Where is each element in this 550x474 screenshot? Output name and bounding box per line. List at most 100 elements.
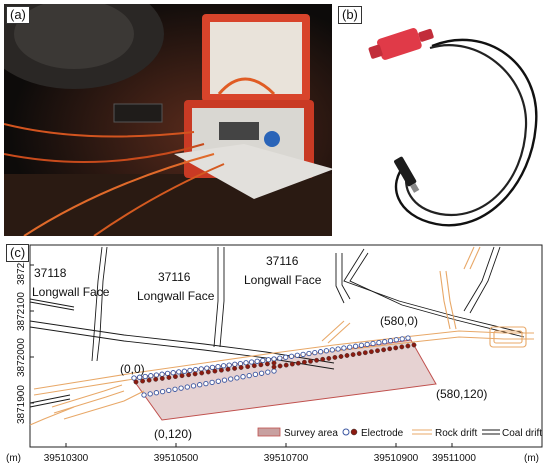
electrode-red [362, 350, 368, 356]
electrode-blue [271, 368, 277, 374]
y-axis-unit: (m) [6, 453, 21, 464]
electrode-blue [312, 349, 318, 356]
electrode-blue [209, 364, 216, 371]
y-tick-label-4: 3871900 [16, 385, 27, 424]
electrode-blue [181, 368, 188, 374]
electrode-blue [153, 390, 160, 396]
electrode-red [405, 343, 411, 349]
electrode-red [271, 360, 277, 366]
x-tick-label-3: 39510700 [264, 453, 309, 464]
x-tick-label-1: 39510300 [44, 453, 89, 464]
face-label-1-name: Longwall Face [32, 285, 110, 299]
electrode-cable-photo: (b) [336, 4, 546, 236]
electrode-blue [271, 356, 277, 362]
electrode-blue [265, 357, 272, 363]
electrode-blue [254, 358, 260, 364]
corner-labels: (0,0) (580,0) (0,120) (580,120) [120, 314, 487, 441]
electrode-red [172, 374, 178, 380]
electrode-blue [221, 377, 228, 383]
electrode-red [232, 366, 238, 371]
panel-label-a: (a) [6, 6, 30, 24]
electrode-blue [187, 367, 193, 374]
electrode-red [238, 365, 244, 370]
electrode-blue [240, 374, 246, 380]
legend-survey-area-label: Survey area [284, 428, 338, 439]
y-axis: 3872200 3872100 3872000 3871900 (m) [6, 246, 34, 464]
electrode-blue [252, 371, 259, 378]
electrode-blue [215, 378, 221, 384]
electrode-red [205, 369, 211, 375]
electrode-lines [131, 335, 417, 398]
electrode-blue [335, 346, 341, 352]
electrode-blue [215, 363, 221, 370]
rock-drift-lines [29, 246, 534, 426]
legend-electrode-label: Electrode [361, 428, 404, 439]
electrode-blue [226, 362, 232, 368]
electrode-red [159, 375, 165, 381]
electrode-blue [159, 388, 166, 395]
electrode-blue [265, 369, 271, 375]
electrode-red [332, 355, 338, 360]
electrode-red [308, 358, 313, 364]
electrode-blue [364, 341, 370, 348]
electrode-red [186, 372, 192, 378]
electrode-red [258, 362, 264, 368]
coal-drift-lines [29, 246, 525, 408]
electrode-red [277, 363, 283, 369]
electrode-red [393, 345, 399, 351]
electrode-blue [136, 374, 143, 380]
electrode-red [146, 377, 152, 383]
electrode-blue [164, 370, 171, 377]
electrode-blue [294, 352, 300, 358]
electrode-blue [277, 355, 283, 361]
panel-label-b: (b) [338, 6, 362, 24]
electrode-red [166, 375, 172, 380]
instrument-photo: (a) [4, 4, 332, 236]
electrode-blue [329, 347, 335, 353]
electrode-blue [306, 350, 312, 357]
electrode-blue [178, 385, 184, 391]
electrode-red [133, 379, 139, 385]
electrode-red [199, 370, 205, 376]
electrode-blue [317, 349, 324, 355]
electrode-red [212, 368, 218, 374]
face-label-2-number: 37116 [158, 270, 191, 284]
electrode-blue [341, 345, 347, 351]
electrode-red [320, 356, 326, 362]
electrode-blue [209, 379, 215, 386]
electrode-blue [232, 361, 238, 367]
y-tick-label-1: 3872200 [16, 246, 27, 285]
electrode-blue [228, 376, 234, 382]
electrode-red [411, 342, 417, 348]
electrode-red [314, 357, 319, 363]
electrode-blue [172, 386, 178, 392]
electrode-blue [246, 372, 252, 379]
electrode-blue [203, 380, 209, 387]
longwall-face-labels: 37118 Longwall Face 37116 Longwall Face … [32, 254, 322, 303]
legend-survey-area-swatch [257, 427, 281, 437]
instrument-photo-illustration [4, 4, 332, 236]
corner-label-top-left: (0,0) [120, 362, 145, 376]
electrode-red [387, 346, 393, 352]
electrode-blue [323, 348, 330, 354]
electrode-blue [170, 370, 176, 376]
electrode-red [264, 361, 270, 367]
electrode-blue [260, 357, 266, 364]
electrode-blue [288, 353, 295, 359]
face-label-3-name: Longwall Face [244, 273, 322, 287]
electrode-blue [393, 337, 399, 343]
electrode-red [245, 364, 251, 370]
electrode-blue [382, 339, 388, 345]
electrode-blue [147, 391, 153, 397]
electrode-blue [352, 343, 359, 349]
electrode-red [338, 354, 344, 359]
electrode-blue [237, 360, 244, 367]
face-label-2-name: Longwall Face [137, 289, 215, 303]
electrode-blue [159, 371, 165, 377]
electrode-red [153, 376, 159, 382]
legend-rock-drift-label: Rock drift [435, 428, 477, 439]
electrode-blue [166, 387, 172, 394]
electrode-blue [405, 335, 411, 341]
electrode-red [381, 347, 386, 353]
electrode-blue [248, 359, 255, 365]
